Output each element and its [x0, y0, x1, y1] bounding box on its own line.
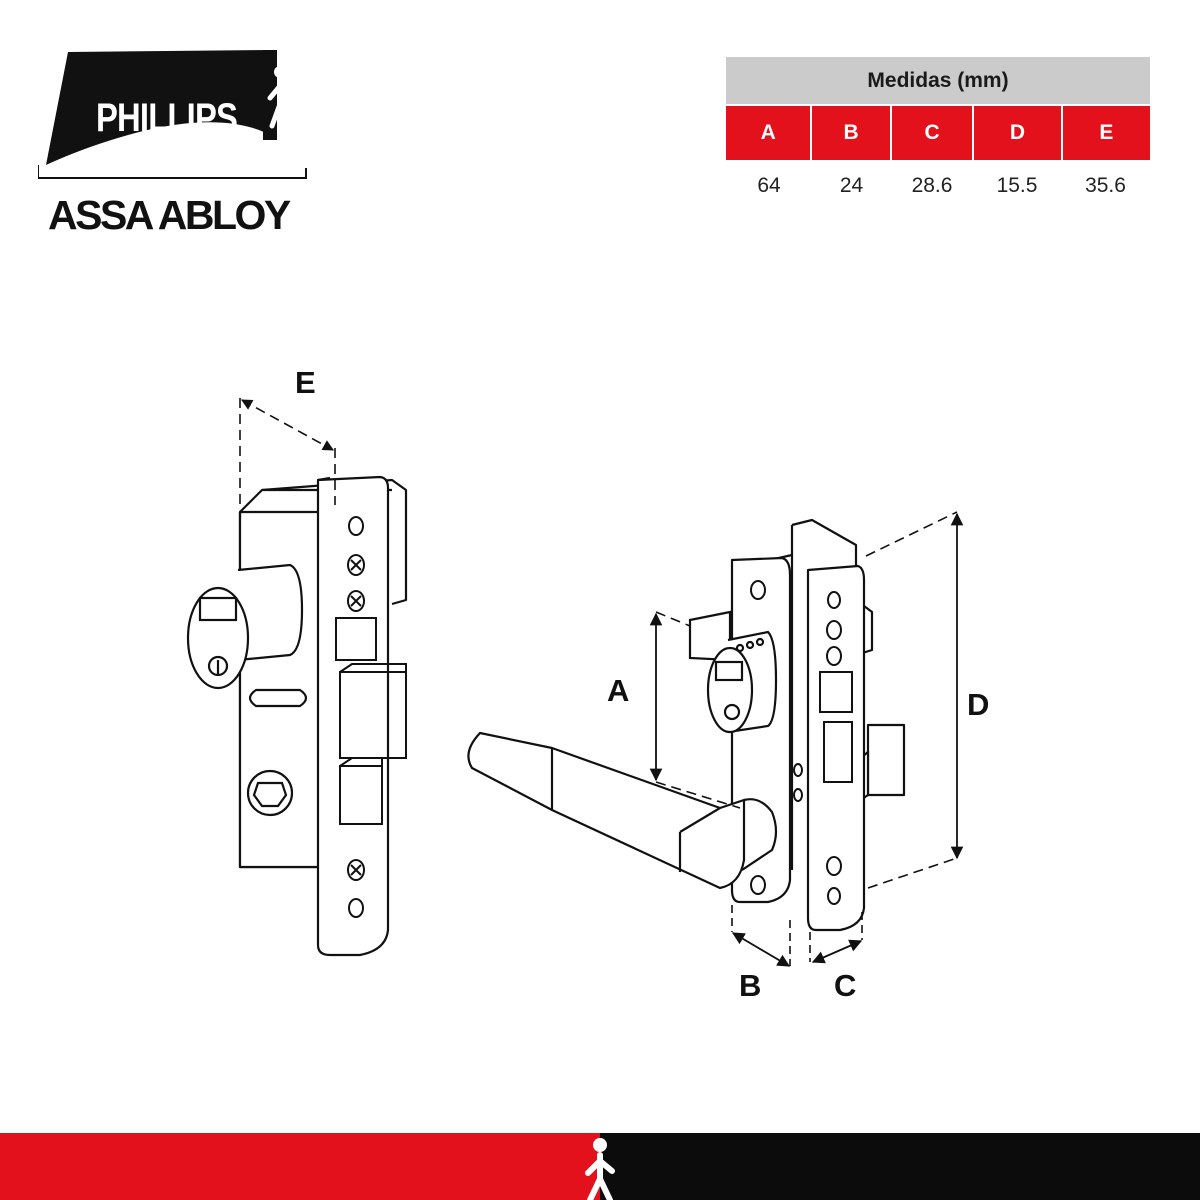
left-cylinder: [186, 563, 308, 817]
footer-black-band: [600, 1133, 1200, 1200]
lever-handle: [467, 731, 778, 890]
measure-header-b: B: [812, 106, 892, 160]
phillips-logo: PHILLIPS ASSA ABLOY: [38, 40, 318, 240]
label-c: C: [834, 968, 856, 1003]
measure-value-a: 64: [757, 174, 781, 197]
dimension-b: B: [731, 905, 791, 1003]
right-faceplate-details: [750, 580, 853, 905]
dimension-a: A: [607, 611, 741, 809]
label-a: A: [607, 673, 629, 708]
dimension-c: C: [809, 912, 863, 1003]
measure-header-a: A: [726, 106, 813, 160]
walking-person-icon: [585, 1138, 615, 1200]
left-faceplate-details: [335, 516, 407, 918]
measure-value-c: 28.6: [911, 174, 953, 197]
measures-value-row: 64 24 28.6 15.5 35.6: [726, 160, 1150, 212]
measure-header-c: C: [892, 106, 975, 160]
measure-value-d: 15.5: [996, 174, 1038, 197]
measures-table: Medidas (mm) A B C D E 64 24 28.6 15.5 3…: [726, 57, 1150, 212]
measure-header-d: D: [974, 106, 1063, 160]
brand-name: PHILLIPS: [96, 96, 238, 140]
right-cylinder: [688, 610, 778, 734]
dimension-d: D: [865, 511, 989, 889]
measure-header-e: E: [1099, 121, 1114, 144]
measures-header-row: A B C D E: [726, 106, 1150, 160]
measures-title: Medidas (mm): [726, 57, 1150, 104]
lock-technical-drawing: E A D B C: [186, 365, 989, 1003]
measure-value-e: 35.6: [1085, 174, 1126, 197]
company-name: ASSA ABLOY: [48, 192, 291, 238]
label-d: D: [967, 687, 989, 722]
measure-value-b: 24: [839, 174, 864, 197]
dimension-e: E: [239, 365, 336, 510]
label-b: B: [739, 968, 761, 1003]
label-e: E: [295, 365, 316, 400]
footer-red-band: [0, 1133, 600, 1200]
left-lock-body: [238, 475, 408, 957]
footer-bar: [0, 1133, 1200, 1200]
walking-person-icon: [267, 66, 293, 129]
